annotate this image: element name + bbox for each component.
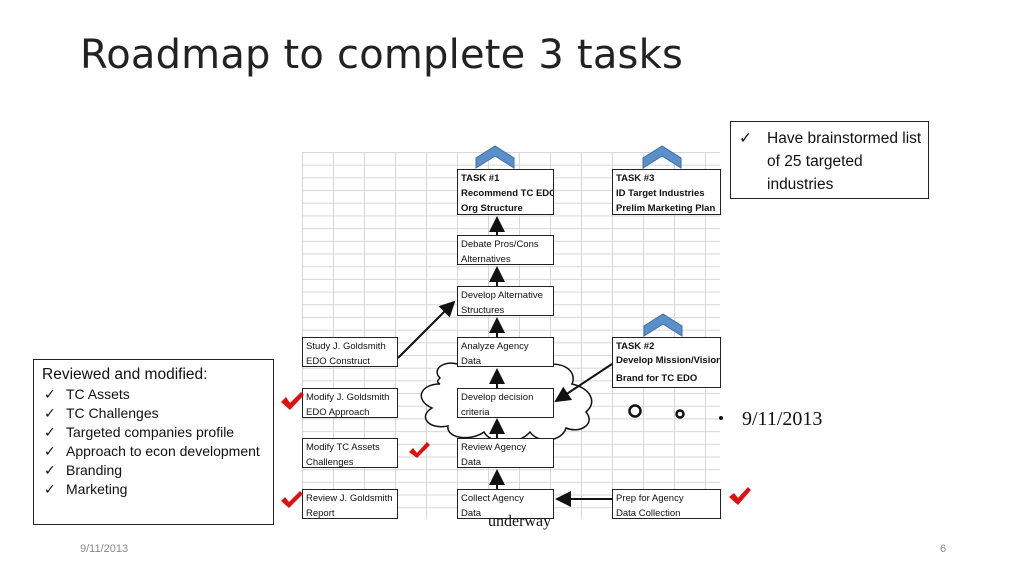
develop-alternative-box: Develop Alternative Structures [457, 286, 554, 316]
brainstorm-list: ✓ Have brainstormed list of 25 targeted i… [737, 127, 922, 196]
list-item-label: Branding [66, 462, 123, 478]
check-icon: ✓ [44, 481, 56, 497]
check-icon: ✓ [44, 462, 56, 478]
chevron-up-icon [643, 313, 683, 337]
task3-line2: ID Target Industries [616, 188, 705, 199]
task3-line3: Prelim Marketing Plan [616, 203, 716, 214]
brainstorm-callout: ✓ Have brainstormed list of 25 targeted i… [730, 121, 929, 199]
develop-alt-line2: Structures [461, 305, 505, 316]
collect-line1: Collect Agency [461, 493, 524, 504]
review-report-box: Review J. Goldsmith Report [302, 489, 398, 519]
review-agency-line2: Data [461, 457, 482, 468]
red-checkmark-icon [281, 392, 304, 410]
arrow-task2-to-decision [554, 363, 613, 403]
collect-agency-box: Collect Agency Data [457, 489, 554, 519]
list-item-label: Marketing [66, 481, 128, 497]
task2-box: TASK #2 Develop Mission/Vision Brand for… [612, 337, 721, 388]
task1-line2: Recommend TC EDO [461, 188, 554, 199]
task3-box: TASK #3 ID Target Industries Prelim Mark… [612, 169, 721, 215]
review-report-line2: Report [306, 508, 335, 519]
list-item: ✓ Marketing [42, 480, 265, 499]
check-icon: ✓ [44, 443, 56, 459]
progress-dot-large [628, 404, 642, 418]
arrow-study-to-develop [397, 300, 456, 359]
modify-approach-line2: EDO Approach [306, 407, 370, 418]
underway-label: underway [488, 513, 552, 530]
modify-approach-line1: Modify J. Goldsmith [306, 392, 390, 403]
footer-date: 9/11/2013 [80, 543, 129, 555]
decision-line2: criteria [461, 407, 490, 418]
check-icon: ✓ [44, 386, 56, 402]
task2-line1: TASK #2 [616, 341, 655, 352]
page-number: 6 [940, 543, 947, 555]
red-checkmark-icon [281, 491, 303, 508]
prep-agency-box: Prep for Agency Data Collection [612, 489, 721, 519]
analyze-agency-box: Analyze Agency Data [457, 337, 554, 367]
slide-title: Roadmap to complete 3 tasks [80, 32, 683, 78]
collect-line2: Data [461, 508, 482, 519]
progress-dot-medium [675, 409, 685, 419]
modify-approach-box: Modify J. Goldsmith EDO Approach [302, 388, 398, 418]
list-item-label: TC Challenges [66, 405, 159, 421]
list-item: ✓ Have brainstormed list of 25 targeted i… [737, 127, 922, 196]
develop-alt-line1: Develop Alternative [461, 290, 543, 301]
debate-line2: Alternatives [461, 254, 511, 265]
red-checkmark-icon [729, 487, 751, 505]
milestone-date: 9/11/2013 [742, 408, 823, 430]
list-item: ✓ TC Assets [42, 385, 265, 404]
task1-box: TASK #1 Recommend TC EDO Org Structure [457, 169, 554, 215]
task1-line1: TASK #1 [461, 173, 500, 184]
check-icon: ✓ [44, 405, 56, 421]
list-item: ✓ Branding [42, 461, 265, 480]
prep-line2: Data Collection [616, 508, 681, 519]
check-icon: ✓ [44, 424, 56, 440]
task3-line1: TASK #3 [616, 173, 655, 184]
task1-line3: Org Structure [461, 203, 523, 214]
develop-decision-box: Develop decision criteria [457, 388, 554, 418]
chevron-up-icon [642, 145, 682, 169]
chevron-up-icon [475, 145, 515, 169]
list-item-label: Have brainstormed list of 25 targeted in… [767, 130, 922, 193]
study-line2: EDO Construct [306, 356, 370, 367]
check-icon: ✓ [739, 130, 752, 147]
modify-assets-line2: Challenges [306, 457, 354, 468]
review-agency-box: Review Agency Data [457, 438, 554, 468]
list-item-label: TC Assets [66, 386, 130, 402]
prep-line1: Prep for Agency [616, 493, 684, 504]
debate-box: Debate Pros/Cons Alternatives [457, 235, 554, 265]
reviewed-list: ✓ TC Assets ✓ TC Challenges ✓ Targeted comp… [42, 385, 265, 499]
study-line1: Study J. Goldsmith [306, 341, 386, 352]
list-item: ✓ Approach to econ development [42, 442, 265, 461]
list-item-label: Targeted companies profile [66, 424, 235, 440]
review-report-line1: Review J. Goldsmith [306, 493, 393, 504]
list-item: ✓ TC Challenges [42, 404, 265, 423]
decision-line1: Develop decision [461, 392, 534, 403]
modify-assets-box: Modify TC Assets Challenges [302, 438, 398, 468]
debate-line1: Debate Pros/Cons [461, 239, 539, 250]
task2-line2: Develop Mission/Vision [616, 355, 721, 366]
reviewed-callout: Reviewed and modified: ✓ TC Assets ✓ TC Ch… [33, 359, 274, 525]
analyze-line2: Data [461, 356, 482, 367]
list-item: ✓ Targeted companies profile [42, 423, 265, 442]
analyze-line1: Analyze Agency [461, 341, 529, 352]
list-item-label: Approach to econ development [66, 443, 260, 459]
review-agency-line1: Review Agency [461, 442, 526, 453]
task2-line3: Brand for TC EDO [616, 373, 698, 384]
progress-dot-small [719, 416, 723, 420]
callout-heading: Reviewed and modified: [42, 366, 208, 383]
red-checkmark-icon [409, 442, 430, 458]
study-goldsmith-box: Study J. Goldsmith EDO Construct [302, 337, 398, 367]
modify-assets-line1: Modify TC Assets [306, 442, 380, 453]
